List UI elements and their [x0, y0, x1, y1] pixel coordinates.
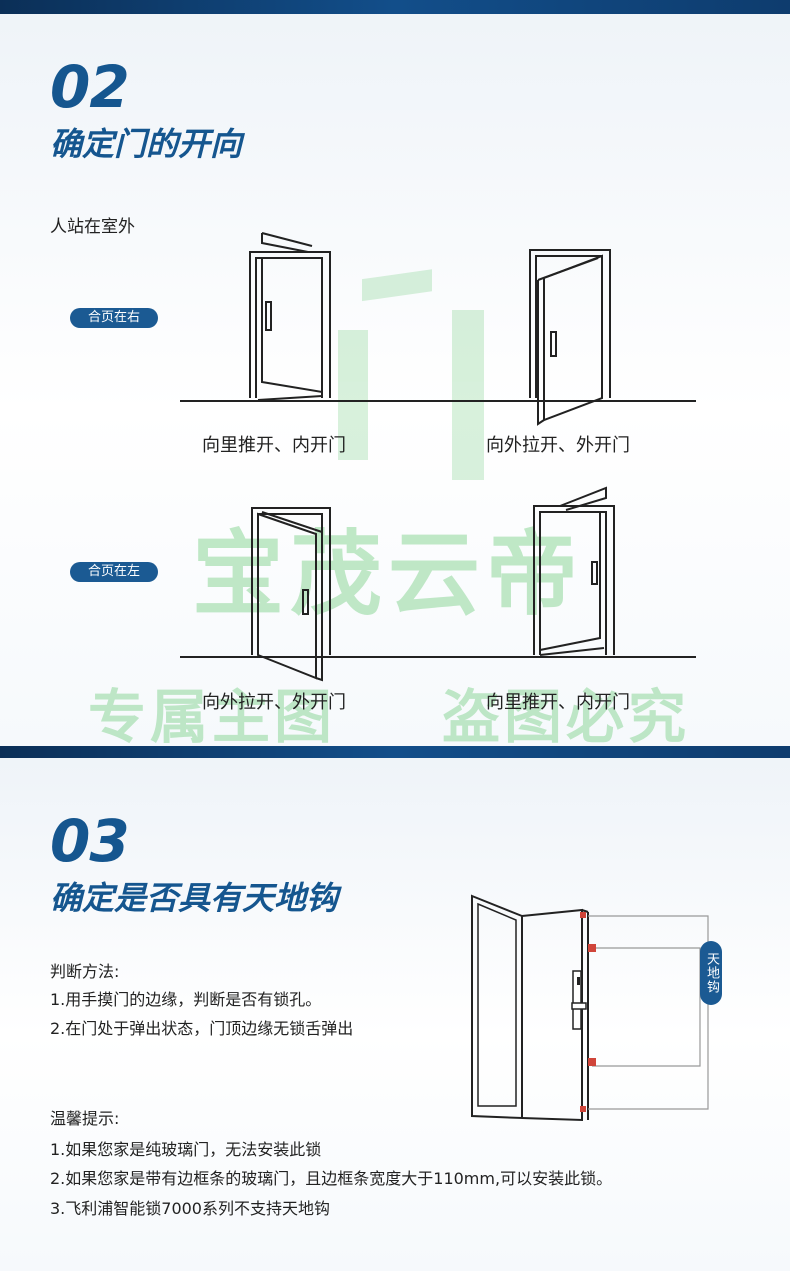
method-item-2: 2.在门处于弹出状态，门顶边缘无锁舌弹出: [50, 1019, 354, 1038]
watermark-left: 专属主图: [88, 683, 337, 746]
caption-row2-left: 向外拉开、外开门: [202, 692, 346, 713]
watermark-logo: [338, 269, 484, 480]
caption-row2-right: 向里推开、内开门: [486, 692, 630, 713]
tip-item-3: 3.飞利浦智能锁7000系列不支持天地钩: [50, 1199, 330, 1218]
section-number: 03: [50, 807, 130, 875]
watermark-main: 宝茂云帝: [192, 521, 585, 628]
door-diagrams: [180, 232, 696, 682]
hook-side-label: 天地钩: [700, 941, 722, 1005]
door-row1-outward: [529, 249, 611, 426]
section-hook-check: 03 确定是否具有天地钩 判断方法: 1.用手摸门的边缘，判断是否有锁孔。 2.…: [0, 746, 790, 1271]
tips-heading: 温馨提示:: [50, 1109, 120, 1128]
tip-item-1: 1.如果您家是纯玻璃门，无法安装此锁: [50, 1140, 322, 1159]
section-title: 确定门的开向: [50, 125, 243, 163]
section-door-direction: 02 确定门的开向 人站在室外 合页在右 合页在左 宝茂云帝 专属主图 盗图必究: [0, 0, 790, 746]
section-number: 02: [50, 53, 130, 121]
tip-item-2: 2.如果您家是带有边框条的玻璃门，且边框条宽度大于110mm,可以安装此锁。: [50, 1169, 613, 1188]
hinge-right-label: 合页在右: [70, 308, 158, 328]
top-bar: [0, 0, 790, 14]
section-divider-bar: [0, 746, 790, 758]
section-title: 确定是否具有天地钩: [50, 879, 339, 917]
door-row1-inward: [249, 232, 331, 401]
watermark-right: 盗图必究: [442, 683, 691, 746]
door-row2-outward: [251, 507, 331, 682]
section-subtitle: 人站在室外: [50, 217, 135, 237]
caption-row1-left: 向里推开、内开门: [202, 435, 346, 456]
caption-row1-right: 向外拉开、外开门: [486, 435, 630, 456]
door-row2-inward: [533, 486, 615, 656]
method-heading: 判断方法:: [50, 962, 120, 981]
hinge-left-label: 合页在左: [70, 562, 158, 582]
hook-diagram: [471, 894, 709, 1122]
hook-markers: [580, 912, 596, 1112]
method-item-1: 1.用手摸门的边缘，判断是否有锁孔。: [50, 990, 322, 1009]
